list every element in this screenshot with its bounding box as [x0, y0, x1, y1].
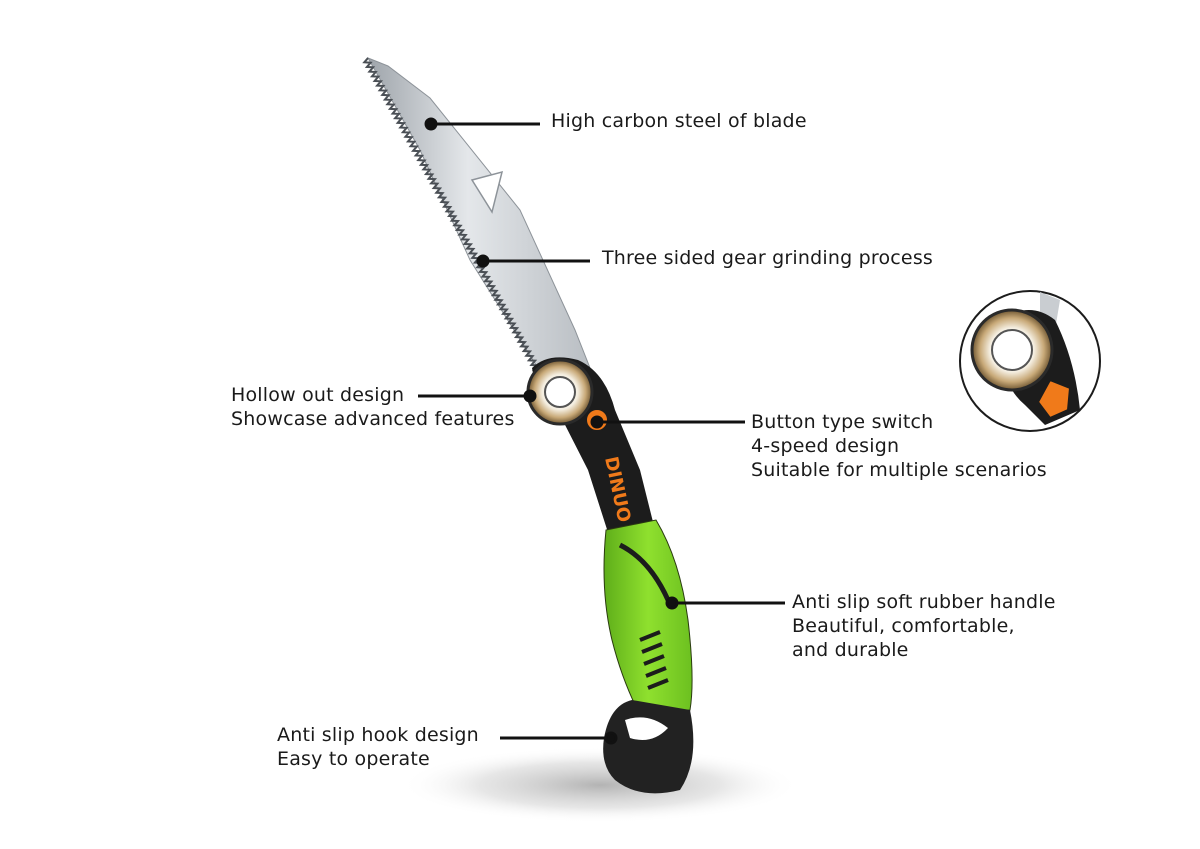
callout-text: and durable [792, 639, 909, 661]
callout-text: Beautiful, comfortable, [792, 615, 1015, 637]
callout-text: High carbon steel of blade [551, 110, 807, 132]
callout-rubber-handle: Anti slip soft rubber handle Beautiful, … [792, 590, 1056, 662]
callout-text: 4-speed design [751, 435, 900, 457]
callout-text: Easy to operate [277, 748, 430, 770]
saw-blade [362, 57, 591, 385]
callout-text: Hollow out design [231, 384, 405, 406]
callout-hook-design: Anti slip hook design Easy to operate [277, 723, 479, 771]
callout-text: Anti slip hook design [277, 724, 479, 746]
green-grip [603, 519, 693, 716]
callout-blade-steel: High carbon steel of blade [551, 109, 807, 133]
callout-text: Three sided gear grinding process [602, 247, 934, 269]
callout-text: Showcase advanced features [231, 408, 515, 430]
callout-hollow-design: Hollow out design Showcase advanced feat… [231, 383, 515, 431]
callout-gear-grinding: Three sided gear grinding process [602, 246, 933, 270]
callout-text: Button type switch [751, 411, 934, 433]
callout-button-switch: Button type switch 4-speed design Suitab… [751, 410, 1047, 482]
callout-text: Suitable for multiple scenarios [751, 459, 1047, 481]
detail-inset [959, 290, 1101, 432]
callout-text: Anti slip soft rubber handle [792, 591, 1056, 613]
pivot-ring [526, 358, 594, 426]
hook [603, 700, 694, 794]
callout-leaders [418, 117, 785, 745]
floor-shadow [400, 747, 800, 823]
